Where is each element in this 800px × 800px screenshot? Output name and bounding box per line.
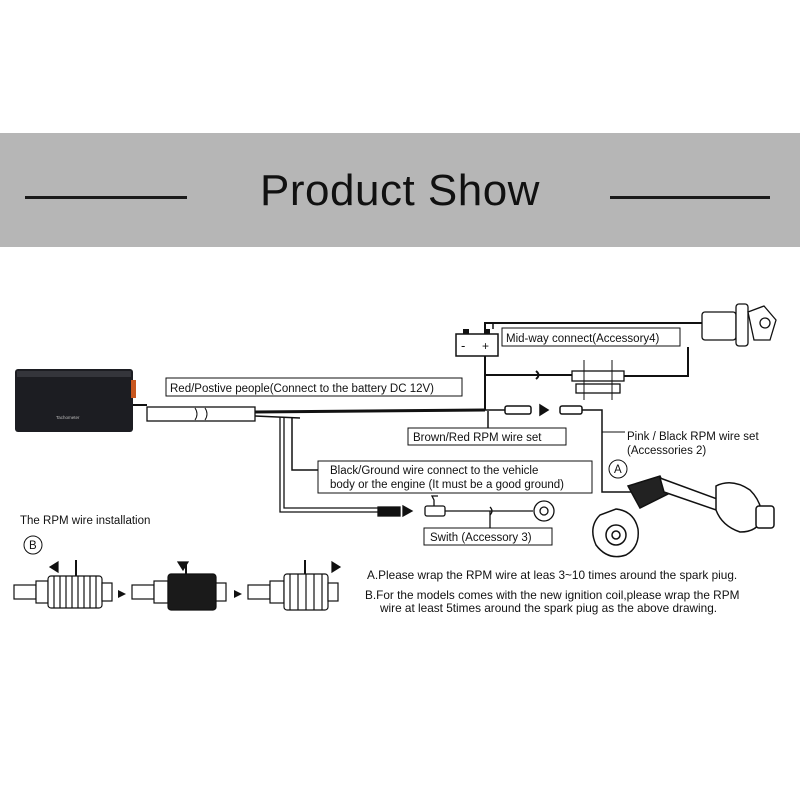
marker-b: B [23, 535, 43, 555]
ground-label-line1: Black/Ground wire connect to the vehicle [330, 465, 538, 477]
marker-a: A [608, 459, 628, 479]
note-b-line2: wire at least 5times around the spark pi… [380, 601, 718, 615]
pink-black-label: Pink / Black RPM wire set (Accessories 2… [601, 431, 759, 457]
power-wire [484, 322, 710, 410]
spark-plug-step-2 [131, 561, 227, 611]
marker-b-label: B [29, 540, 37, 552]
banner-left-rule [25, 196, 187, 199]
pink-black-line1: Pink / Black RPM wire set [627, 431, 759, 443]
switch-label: Swith (Accessory 3) [430, 532, 532, 544]
tachometer-device: Tachometer [15, 369, 136, 432]
step-arrow-2 [234, 590, 242, 598]
main-cable [133, 404, 486, 422]
ground-wire [291, 417, 320, 471]
note-b-line1: B.For the models comes with the new igni… [365, 588, 740, 602]
battery-icon: - + [455, 323, 499, 357]
title-banner: Product Show [0, 133, 800, 247]
rpm-wire-connectors [485, 403, 632, 493]
pink-black-line2: (Accessories 2) [627, 445, 706, 457]
tachometer-brand-label: Tachometer [56, 415, 80, 420]
key-switch-icon [701, 303, 777, 347]
midway-label-box: Mid-way connect(Accessory4) [501, 327, 681, 347]
spark-plug-step-1 [13, 560, 113, 609]
battery-minus-label: - [461, 338, 465, 353]
banner-title: Product Show [260, 166, 540, 215]
spark-plug-step-3 [247, 560, 342, 611]
ground-label-box: Black/Ground wire connect to the vehicle… [317, 460, 593, 494]
marker-a-label: A [614, 464, 622, 476]
switch-wire [279, 417, 555, 530]
ignition-coil [592, 475, 775, 558]
banner-right-rule [610, 196, 770, 199]
note-a: A.Please wrap the RPM wire at leas 3~10 … [367, 568, 738, 582]
fuse-holder-lower [575, 383, 621, 394]
rpm-install-title: The RPM wire installation [20, 515, 150, 527]
battery-plus-label: + [482, 339, 489, 353]
brown-red-label-box: Brown/Red RPM wire set [407, 427, 567, 446]
red-wire-label: Red/Postive people(Connect to the batter… [170, 383, 434, 395]
step-arrow-1 [118, 590, 126, 598]
fuse-holder [571, 370, 625, 382]
red-wire-label-box: Red/Postive people(Connect to the batter… [165, 377, 463, 397]
ground-label-line2: body or the engine (It must be a good gr… [330, 479, 564, 491]
brown-red-label: Brown/Red RPM wire set [413, 432, 542, 444]
switch-label-box: Swith (Accessory 3) [423, 527, 553, 546]
midway-label: Mid-way connect(Accessory4) [506, 333, 660, 345]
